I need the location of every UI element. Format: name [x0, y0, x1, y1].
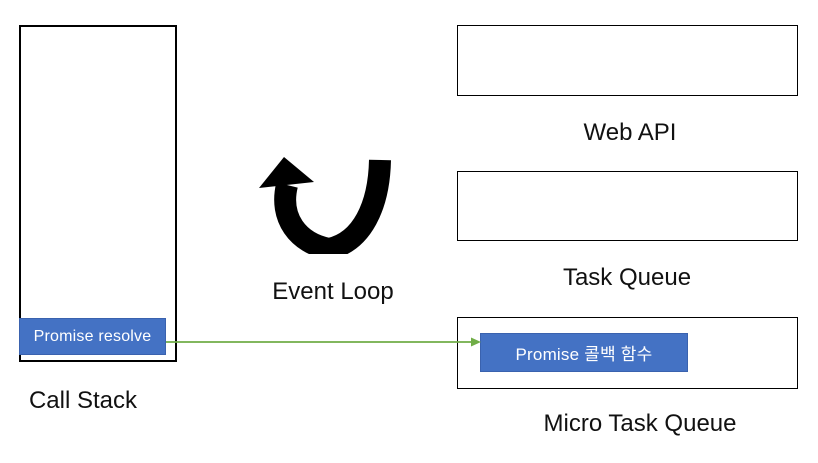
web-api-box	[457, 25, 798, 96]
web-api-label: Web API	[583, 119, 677, 146]
promise-transfer-arrow	[166, 337, 481, 347]
call-stack-box	[19, 25, 177, 362]
promise-callback-block: Promise 콜백 함수	[480, 333, 688, 372]
task-queue-box	[457, 171, 798, 241]
micro-task-queue-label: Micro Task Queue	[543, 410, 737, 437]
call-stack-label: Call Stack	[28, 387, 138, 414]
promise-resolve-block: Promise resolve	[19, 318, 166, 355]
u-turn-arrow-icon	[259, 157, 391, 254]
task-queue-label: Task Queue	[562, 264, 692, 291]
promise-resolve-label: Promise resolve	[33, 327, 152, 345]
event-loop-label: Event Loop	[272, 278, 394, 305]
promise-callback-label: Promise 콜백 함수	[515, 345, 653, 364]
